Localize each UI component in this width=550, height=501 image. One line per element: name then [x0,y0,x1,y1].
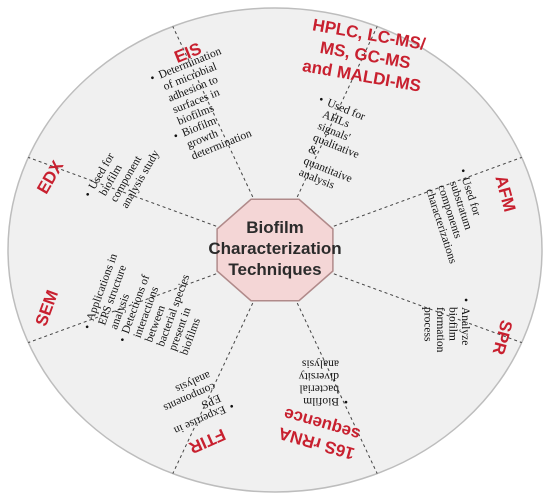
bullet-dot: • [172,130,180,143]
sector-divider [322,269,522,344]
sector-divider [172,26,256,203]
bullet-text-line: analysis [301,358,339,370]
bullet-dot: • [344,395,348,407]
bullet-text-line: & [306,143,319,157]
bullet-text-line: Biofilm [303,395,339,407]
bullet-dot: • [117,336,130,344]
bullet-dot: • [82,323,95,331]
bullet-dot: • [82,190,94,199]
center-title-line: Characterization [208,239,341,258]
sector-divider [28,269,228,344]
bullet-text-line: Analyze [459,307,471,345]
bullet-dot: • [317,94,325,107]
bullet-text-line: formation [434,307,446,353]
bullet-dot: • [459,298,471,302]
bullet-text-line: diversity [299,370,339,382]
center-title-line: Biofilm [246,218,304,237]
bullet-dot: • [227,399,236,412]
bullet-text-line: biofilm [447,307,459,341]
sector-divider [322,156,522,231]
bullet-text-line: process [422,307,434,342]
bullet-dot: • [456,167,469,175]
bullet-text-line: bacterial [299,383,339,395]
center-title-line: Techniques [228,260,321,279]
sector-dividers [28,26,522,474]
sector-divider [294,297,378,474]
sector-divider [28,156,228,231]
sector-divider [172,297,256,474]
center-octagon [216,198,334,302]
sector-divider [294,26,378,203]
bullet-dot: • [149,72,157,85]
